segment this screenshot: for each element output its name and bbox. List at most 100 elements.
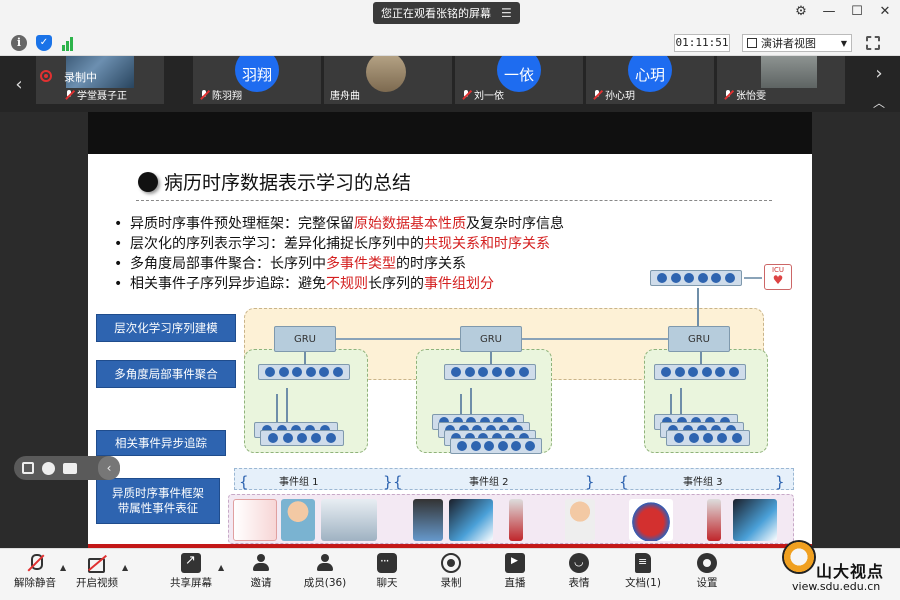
- fullscreen-icon[interactable]: [866, 36, 880, 50]
- bullet-list: 异质时序事件预处理框架：完整保留原始数据基本性质及复杂时序信息 层次化的序列表示…: [112, 214, 564, 294]
- chevron-up-icon[interactable]: ▲: [218, 563, 225, 572]
- chevron-right-icon[interactable]: ›: [875, 62, 883, 84]
- settings-button[interactable]: 设置: [676, 553, 738, 590]
- presenter-view-dropdown[interactable]: 演讲者视图 ▼: [742, 34, 852, 52]
- participant-tile[interactable]: 一依 刘一依: [455, 56, 583, 104]
- mic-muted-icon: [592, 89, 602, 100]
- documents-button[interactable]: 文档(1): [612, 553, 674, 590]
- camera-off-icon: [87, 553, 107, 573]
- title-bullet-icon: [138, 171, 158, 192]
- chevron-up-icon[interactable]: ▲: [60, 563, 67, 572]
- meeting-control-bar: 解除静音 ▲ 开启视频 ▲ 共享屏幕 ▲ 邀请 成员(36) 聊天 录制 直播 …: [0, 548, 900, 600]
- arrow: [460, 394, 462, 424]
- apps-icon[interactable]: [22, 462, 34, 474]
- multi-angle-label: 多角度局部事件聚合: [96, 360, 236, 388]
- start-video-button[interactable]: 开启视频: [66, 553, 128, 590]
- settings-icon[interactable]: ⚙: [795, 4, 807, 19]
- icu-icon: ICU♥: [764, 264, 792, 290]
- collapse-icon[interactable]: ‹: [98, 456, 120, 480]
- participant-tile[interactable]: 张怡雯: [717, 56, 845, 104]
- share-screen-icon: [181, 553, 201, 573]
- mic-muted-icon: [64, 89, 74, 100]
- event-sequence: [666, 430, 750, 446]
- screen-share-banner[interactable]: 您正在观看张铭的屏幕 ☰: [373, 2, 520, 24]
- arrow: [276, 394, 278, 424]
- output-sequence: [650, 270, 742, 286]
- chevron-down-icon: ▼: [840, 38, 847, 48]
- mic-muted-icon: [461, 89, 471, 100]
- participant-name-row: 孙心玥: [592, 87, 635, 102]
- chat-button[interactable]: 聊天: [356, 553, 418, 590]
- record-indicator-icon: [40, 70, 52, 82]
- shield-icon[interactable]: ✓: [36, 35, 52, 51]
- sdu-logo-icon: [782, 540, 816, 574]
- presenter-view-label: 演讲者视图: [761, 37, 816, 50]
- participant-tile[interactable]: 羽翔 陈羽翔: [193, 56, 321, 104]
- layout-icon: [747, 38, 757, 48]
- presentation-slide: 病历时序数据表示学习的总结 异质时序事件预处理框架：完整保留原始数据基本性质及复…: [88, 154, 812, 548]
- arrow: [522, 338, 668, 340]
- arrow: [304, 352, 306, 364]
- syringe-icon: [509, 499, 523, 541]
- gru-block: GRU: [274, 326, 336, 352]
- sdu-watermark: 山大视点 view.sdu.edu.cn: [782, 536, 900, 600]
- gru-block: GRU: [668, 326, 730, 352]
- share-screen-button[interactable]: 共享屏幕: [160, 553, 222, 590]
- participant-name: 张怡雯: [736, 91, 766, 102]
- avatar: 心玥: [628, 56, 672, 92]
- aggregated-sequence: [258, 364, 350, 380]
- brace-icon: {: [393, 473, 403, 491]
- event-sequence: [260, 430, 344, 446]
- gru-block: GRU: [460, 326, 522, 352]
- participant-name: 唐舟曲: [330, 91, 360, 102]
- banner-text: 您正在观看张铭的屏幕: [381, 7, 491, 20]
- bullet-item: 异质时序事件预处理框架：完整保留原始数据基本性质及复杂时序信息: [112, 214, 564, 234]
- participant-tile[interactable]: 录制中 学堂聂子正: [36, 56, 164, 104]
- watermark-url: view.sdu.edu.cn: [792, 580, 881, 593]
- arrow: [700, 352, 702, 364]
- participant-video: [761, 56, 817, 88]
- event-group-label: 事件组 2: [469, 477, 509, 488]
- unmute-button[interactable]: 解除静音: [4, 553, 66, 590]
- aggregated-sequence: [654, 364, 746, 380]
- participant-name: 孙心玥: [605, 91, 635, 102]
- arrow: [336, 338, 460, 340]
- bullet-item: 多角度局部事件聚合：长序列中多事件类型的时序关系: [112, 254, 564, 274]
- brace-icon: }: [383, 473, 393, 491]
- chevron-up-icon[interactable]: ▲: [122, 563, 129, 572]
- minimize-icon[interactable]: —: [822, 4, 836, 19]
- framework-label: 异质时序事件框架 带属性事件表征: [96, 478, 220, 524]
- signal-icon[interactable]: [62, 35, 78, 51]
- live-icon: [505, 553, 525, 573]
- aggregated-sequence: [444, 364, 536, 380]
- close-icon[interactable]: ✕: [879, 4, 891, 19]
- chevron-up-icon[interactable]: ︿: [872, 96, 885, 110]
- arrow: [286, 388, 288, 424]
- list-icon[interactable]: ☰: [501, 6, 512, 20]
- participant-name: 陈羽翔: [212, 91, 242, 102]
- participant-tile[interactable]: 唐舟曲: [324, 56, 452, 104]
- chat-icon[interactable]: [63, 462, 77, 474]
- participant-tile[interactable]: 心玥 孙心玥: [586, 56, 714, 104]
- emoji-button[interactable]: 表情: [548, 553, 610, 590]
- avatar: [366, 56, 406, 92]
- slide-footer-bar: [88, 544, 812, 548]
- window-controls: ⚙ — ☐ ✕: [794, 4, 892, 19]
- live-button[interactable]: 直播: [484, 553, 546, 590]
- event-icons-band: [228, 494, 794, 544]
- participant-name-row: 陈羽翔: [199, 87, 242, 102]
- heart-icon: [629, 499, 673, 541]
- info-icon[interactable]: i: [11, 35, 27, 51]
- maximize-icon[interactable]: ☐: [851, 4, 863, 19]
- chat-icon: [377, 553, 397, 573]
- slide-title: 病历时序数据表示学习的总结: [164, 172, 412, 194]
- record-button[interactable]: 录制: [420, 553, 482, 590]
- invite-button[interactable]: 邀请: [230, 553, 292, 590]
- chevron-left-icon[interactable]: ‹: [15, 73, 23, 95]
- emoji-icon[interactable]: [42, 461, 55, 475]
- arrow: [744, 277, 762, 279]
- title-bar: 您正在观看张铭的屏幕 ☰ ⚙ — ☐ ✕: [0, 0, 900, 30]
- arrow: [680, 388, 682, 424]
- members-button[interactable]: 成员(36): [294, 553, 356, 590]
- meeting-timer: 01:11:51: [674, 34, 730, 52]
